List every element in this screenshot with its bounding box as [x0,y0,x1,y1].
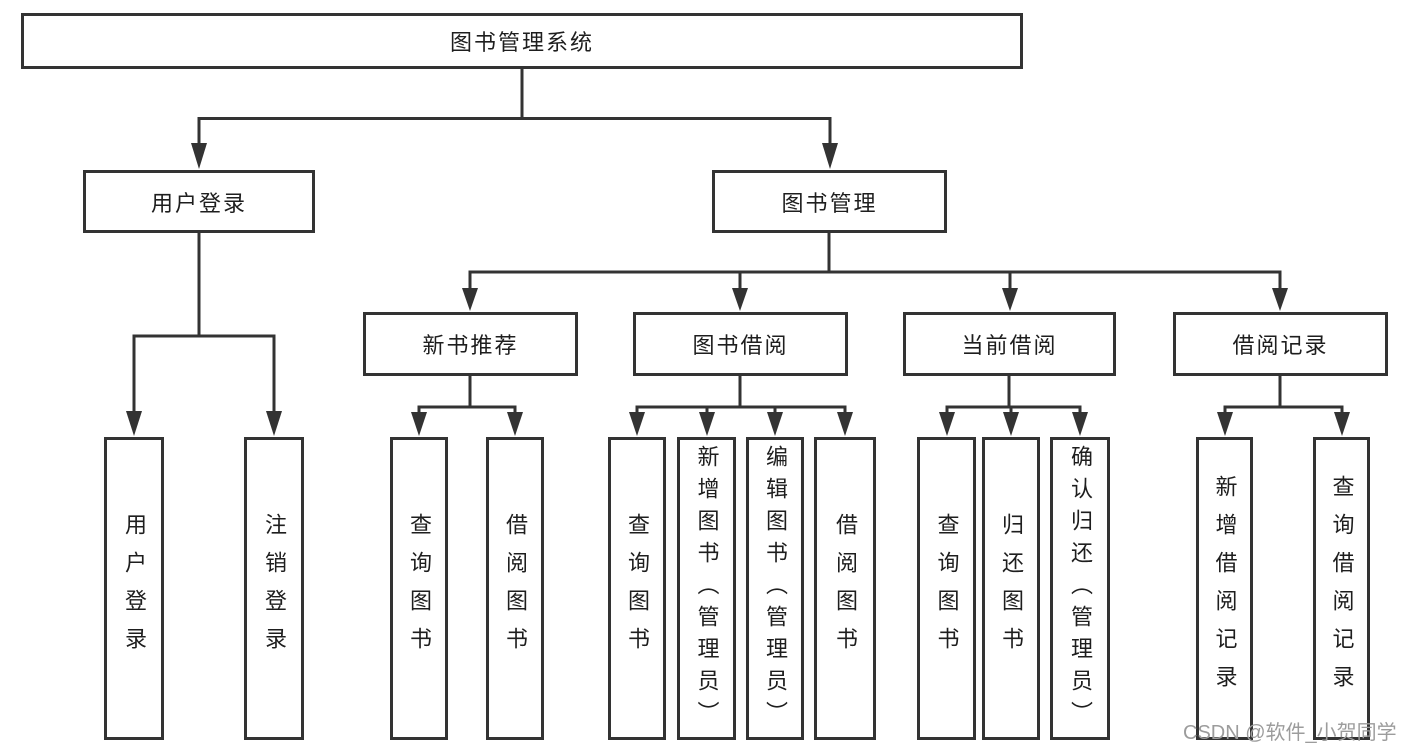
arrow-down-icon [1272,288,1288,311]
node-book-management: 图书管理 [712,170,947,233]
leaf-borrow-books-recommend: 借阅图书 [486,437,544,740]
csdn-watermark: CSDN @软件_小贺同学 [1183,722,1397,744]
node-current-borrowing: 当前借阅 [903,312,1116,376]
arrow-down-icon [699,412,715,436]
node-book-borrowing: 图书借阅 [633,312,848,376]
leaf-label: 新增图书（管理员） [694,444,720,733]
leaf-logout: 注销登录 [244,437,304,740]
leaf-label: 查询图书 [934,512,960,665]
node-label: 借阅记录 [1232,333,1329,358]
node-user-login: 用户登录 [83,170,315,233]
leaf-edit-books-admin: 编辑图书（管理员） [746,437,804,740]
leaf-add-borrow-record: 新增借阅记录 [1196,437,1253,740]
node-library-management-system: 图书管理系统 [21,13,1023,69]
arrow-down-icon [266,411,282,436]
node-label: 当前借阅 [961,333,1058,358]
arrow-down-icon [191,143,207,169]
arrow-down-icon [822,143,838,169]
leaf-label: 借阅图书 [503,512,528,665]
arrow-down-icon [732,288,748,311]
leaf-label: 用户登录 [122,512,147,665]
arrow-down-icon [629,412,645,436]
arrow-down-icon [507,412,523,436]
leaf-label: 查询借阅记录 [1329,474,1355,703]
node-borrowing-records: 借阅记录 [1173,312,1388,376]
leaf-label: 归还图书 [999,512,1024,665]
arrow-down-icon [1003,412,1019,436]
node-label: 用户登录 [150,190,247,216]
leaf-user-login: 用户登录 [104,437,164,740]
node-label: 图书管理 [781,190,878,216]
arrow-down-icon [837,412,853,436]
leaf-query-borrow-record: 查询借阅记录 [1313,437,1370,740]
leaf-label: 新增借阅记录 [1212,474,1238,703]
leaf-label: 查询图书 [625,512,650,665]
arrow-down-icon [126,411,142,436]
node-label: 图书借阅 [692,333,789,358]
leaf-label: 编辑图书（管理员） [763,444,788,733]
leaf-confirm-return-admin: 确认归还（管理员） [1050,437,1110,740]
arrow-down-icon [939,412,955,436]
arrow-down-icon [462,288,478,311]
leaf-label: 确认归还（管理员） [1068,444,1093,733]
arrow-down-icon [1072,412,1088,436]
arrow-down-icon [1002,288,1018,311]
leaf-return-books: 归还图书 [982,437,1040,740]
leaf-query-books-current: 查询图书 [917,437,976,740]
node-new-book-recommendation: 新书推荐 [363,312,578,376]
leaf-query-books-borrowing: 查询图书 [608,437,666,740]
node-label: 图书管理系统 [449,30,594,55]
leaf-borrow-books: 借阅图书 [814,437,876,740]
leaf-query-books-recommend: 查询图书 [390,437,448,740]
arrow-down-icon [411,412,427,436]
arrow-down-icon [767,412,783,436]
leaf-label: 注销登录 [262,512,287,665]
node-label: 新书推荐 [422,333,519,358]
leaf-label: 查询图书 [407,512,432,665]
leaf-add-books-admin: 新增图书（管理员） [677,437,736,740]
leaf-label: 借阅图书 [833,512,858,665]
arrow-down-icon [1217,412,1233,436]
arrow-down-icon [1334,412,1350,436]
